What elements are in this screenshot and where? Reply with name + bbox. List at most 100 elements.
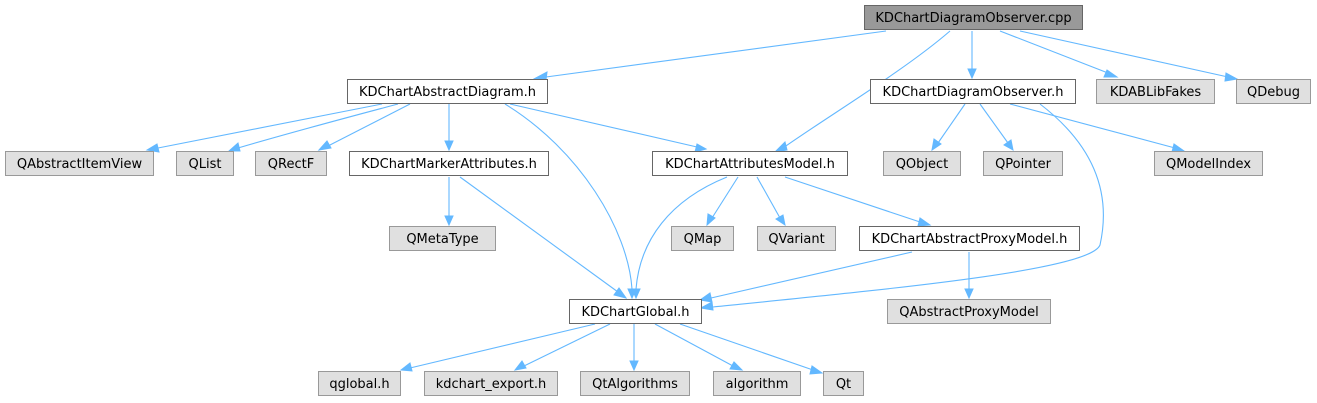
edge-attributes_model-to-qvariant [756,176,786,227]
edge-attributes_model-to-qmap [706,176,739,227]
node-abstract-diagram[interactable]: KDChartAbstractDiagram.h [347,79,548,104]
arrowhead-icon [967,68,977,80]
edge-attributes_model-to-abstract_proxy_model [784,176,932,227]
edge-global-to-qglobal [399,323,596,372]
arrowhead-icon [444,140,454,152]
edge-line [409,323,596,369]
node-label: QRectF [268,157,314,172]
edge-attributes_model-to-global [631,176,728,300]
node-label: QPointer [995,157,1052,172]
node-qmodelindex: QModelIndex [1154,151,1263,176]
node-label: QAbstractProxyModel [899,305,1038,320]
node-qabstractproxymodel: QAbstractProxyModel [887,299,1051,324]
node-label: QMetaType [406,232,478,247]
node-box [255,151,327,176]
node-qrectf: QRectF [255,151,327,176]
node-label: QVariant [768,232,824,247]
edge-global-to-algorithm [654,323,744,371]
edge-root-to-abstract_diagram [532,30,887,81]
node-box [823,371,864,396]
node-diagram-observer-h[interactable]: KDChartDiagramObserver.h [870,79,1076,104]
arrowhead-icon [227,142,241,152]
node-root[interactable]: KDChartDiagramObserver.cpp [864,5,1083,30]
edge-line [712,103,1104,308]
edge-line [999,30,1109,74]
edge-line [523,323,611,367]
node-qpointer: QPointer [983,151,1063,176]
edge-diagram_observer_h-to-global [699,103,1104,311]
edge-global-to-qt [679,323,824,375]
edge-abstract_diagram-to-global [504,103,637,300]
arrowhead-icon [931,138,942,152]
node-box [347,79,548,104]
edge-root-to-kdablibfakes [999,30,1119,78]
arrowhead-icon [775,214,786,227]
edge-line [784,176,921,223]
node-qobject: QObject [883,151,961,176]
edge-marker_attributes-to-qmetatype [444,177,454,227]
node-label: KDChartAbstractProxyModel.h [872,232,1068,247]
edge-abstract_proxy_model-to-global [698,251,913,303]
edge-line [635,176,728,290]
edge-line [327,103,411,147]
node-qmap: QMap [671,226,734,251]
arrowhead-icon [964,288,974,300]
node-qmetatype: QMetaType [389,226,496,251]
node-label: KDChartDiagramObserver.cpp [875,11,1071,26]
edge-line [756,176,781,219]
node-label: QDebug [1247,85,1300,100]
edge-line [157,103,383,149]
edge-diagram_observer_h-to-qobject [931,103,966,152]
node-box [983,151,1063,176]
edge-abstract_diagram-to-qlist [227,103,399,152]
edge-line [679,323,814,371]
edge-line [545,30,887,78]
node-global[interactable]: KDChartGlobal.h [569,299,702,324]
node-label: KDChartAttributesModel.h [665,157,835,172]
node-label: KDChartAbstractDiagram.h [359,85,536,100]
node-label: algorithm [726,377,789,392]
edge-abstract_proxy_model-to-qabstractproxymodel [964,252,974,300]
arrowhead-icon [1224,72,1239,82]
node-qvariant: QVariant [757,226,836,251]
node-label: QtAlgorithms [592,377,678,392]
node-qt: Qt [823,371,864,396]
node-abstract-proxy-model[interactable]: KDChartAbstractProxyModel.h [859,226,1080,251]
edge-root-to-qdebug [1019,30,1239,82]
node-box [318,371,401,396]
node-box [859,226,1080,251]
node-box [424,371,558,396]
node-label: QModelIndex [1166,157,1251,172]
edge-global-to-qtalgorithms [629,324,639,372]
node-qabstractitemview: QAbstractItemView [5,151,154,176]
arrowhead-icon [145,143,160,153]
node-box [1154,151,1263,176]
arrowhead-icon [706,213,716,227]
node-box [1096,79,1215,104]
arrowhead-icon [513,360,527,371]
node-label: KDChartGlobal.h [581,305,689,320]
node-label: QList [189,157,222,172]
arrowhead-icon [773,141,788,153]
node-box [883,151,961,176]
edge-line [237,103,399,149]
node-box [349,151,549,176]
edge-line [1019,30,1229,78]
arrowhead-icon [613,287,628,299]
node-box [1236,79,1311,104]
arrowhead-icon [532,71,548,81]
node-qglobal: qglobal.h [318,371,401,396]
edge-line [710,251,913,299]
edge-diagram_observer_h-to-qmodelindex [1009,103,1186,153]
edge-marker_attributes-to-global [459,176,628,299]
edge-line [509,103,698,148]
node-label: KDChartDiagramObserver.h [883,85,1064,100]
node-marker-attributes[interactable]: KDChartMarkerAttributes.h [349,151,549,176]
edge-line [782,30,951,149]
edge-abstract_diagram-to-qrectf [317,103,411,151]
arrowhead-icon [1103,69,1119,78]
node-attributes-model[interactable]: KDChartAttributesModel.h [652,151,848,176]
node-box [652,151,848,176]
node-qtalgorithms: QtAlgorithms [580,371,690,396]
